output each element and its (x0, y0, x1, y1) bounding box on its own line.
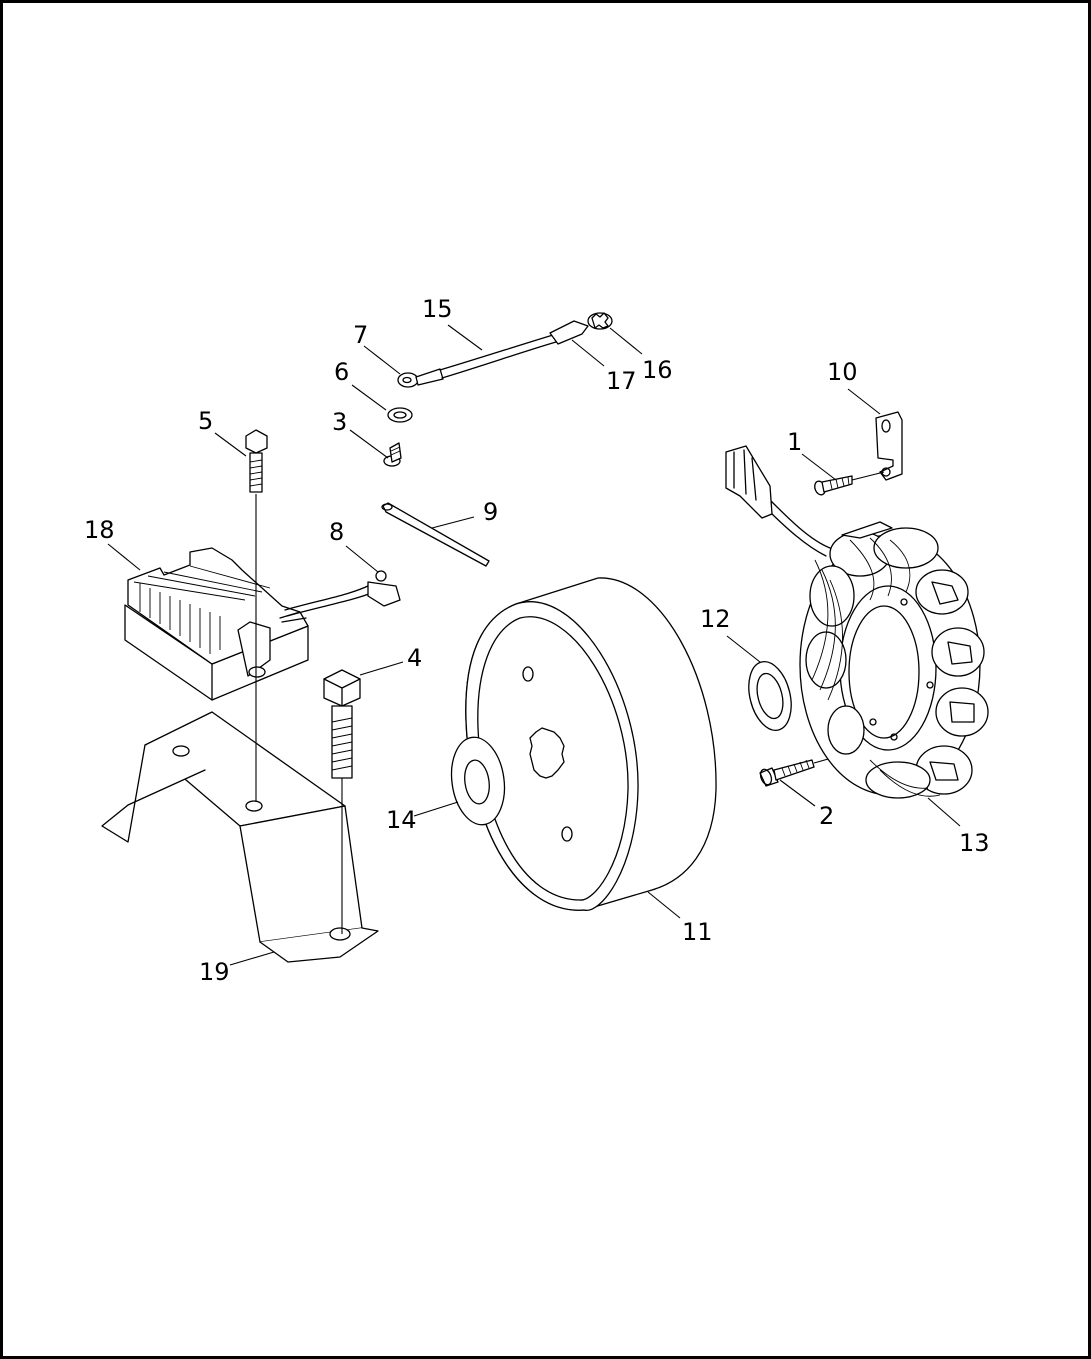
leader-lines (107, 324, 961, 966)
callout-2: 2 (819, 802, 834, 830)
part-5-bolt (245, 429, 268, 493)
callout-9: 9 (483, 498, 498, 526)
part-19-mounting-bracket (101, 711, 379, 963)
part-7-ring-terminal (397, 368, 444, 388)
callout-11: 11 (682, 918, 713, 946)
callout-4: 4 (407, 644, 422, 672)
part-4-bolt (323, 669, 361, 779)
callout-13: 13 (959, 829, 990, 857)
callout-18: 18 (84, 516, 115, 544)
part-10-wire-clamp (875, 411, 903, 481)
part-2-socket-screw (759, 759, 815, 787)
part-15-ground-wire (439, 334, 557, 379)
callout-10: 10 (827, 358, 858, 386)
callout-8: 8 (329, 518, 344, 546)
part-12-washer (748, 661, 792, 731)
stator-wire-connector (725, 445, 831, 557)
part-6-lock-washer (387, 407, 413, 423)
callout-3: 3 (332, 408, 347, 436)
callout-14: 14 (386, 806, 417, 834)
part-11-rotor (465, 577, 717, 911)
callout-6: 6 (334, 358, 349, 386)
callout-16: 16 (642, 356, 673, 384)
callout-7: 7 (353, 321, 368, 349)
part-9-cable-strap (381, 502, 490, 567)
part-13-stator (799, 521, 989, 799)
regulator-wire-lead (284, 570, 401, 617)
part-17-wire-terminal (549, 320, 589, 345)
callout-19: 19 (199, 958, 230, 986)
part-3-screw (383, 442, 402, 467)
callout-1: 1 (787, 428, 802, 456)
part-1-screw (814, 475, 853, 496)
part-14-spacer (450, 736, 506, 826)
part-16-star-terminal (587, 312, 613, 330)
callout-17: 17 (606, 367, 637, 395)
callout-12: 12 (700, 605, 731, 633)
callout-labels: 1 2 3 4 5 6 7 8 9 10 11 12 13 14 15 16 1… (84, 295, 990, 986)
part-18-voltage-regulator (124, 547, 309, 701)
callout-15: 15 (422, 295, 453, 323)
callout-5: 5 (198, 407, 213, 435)
